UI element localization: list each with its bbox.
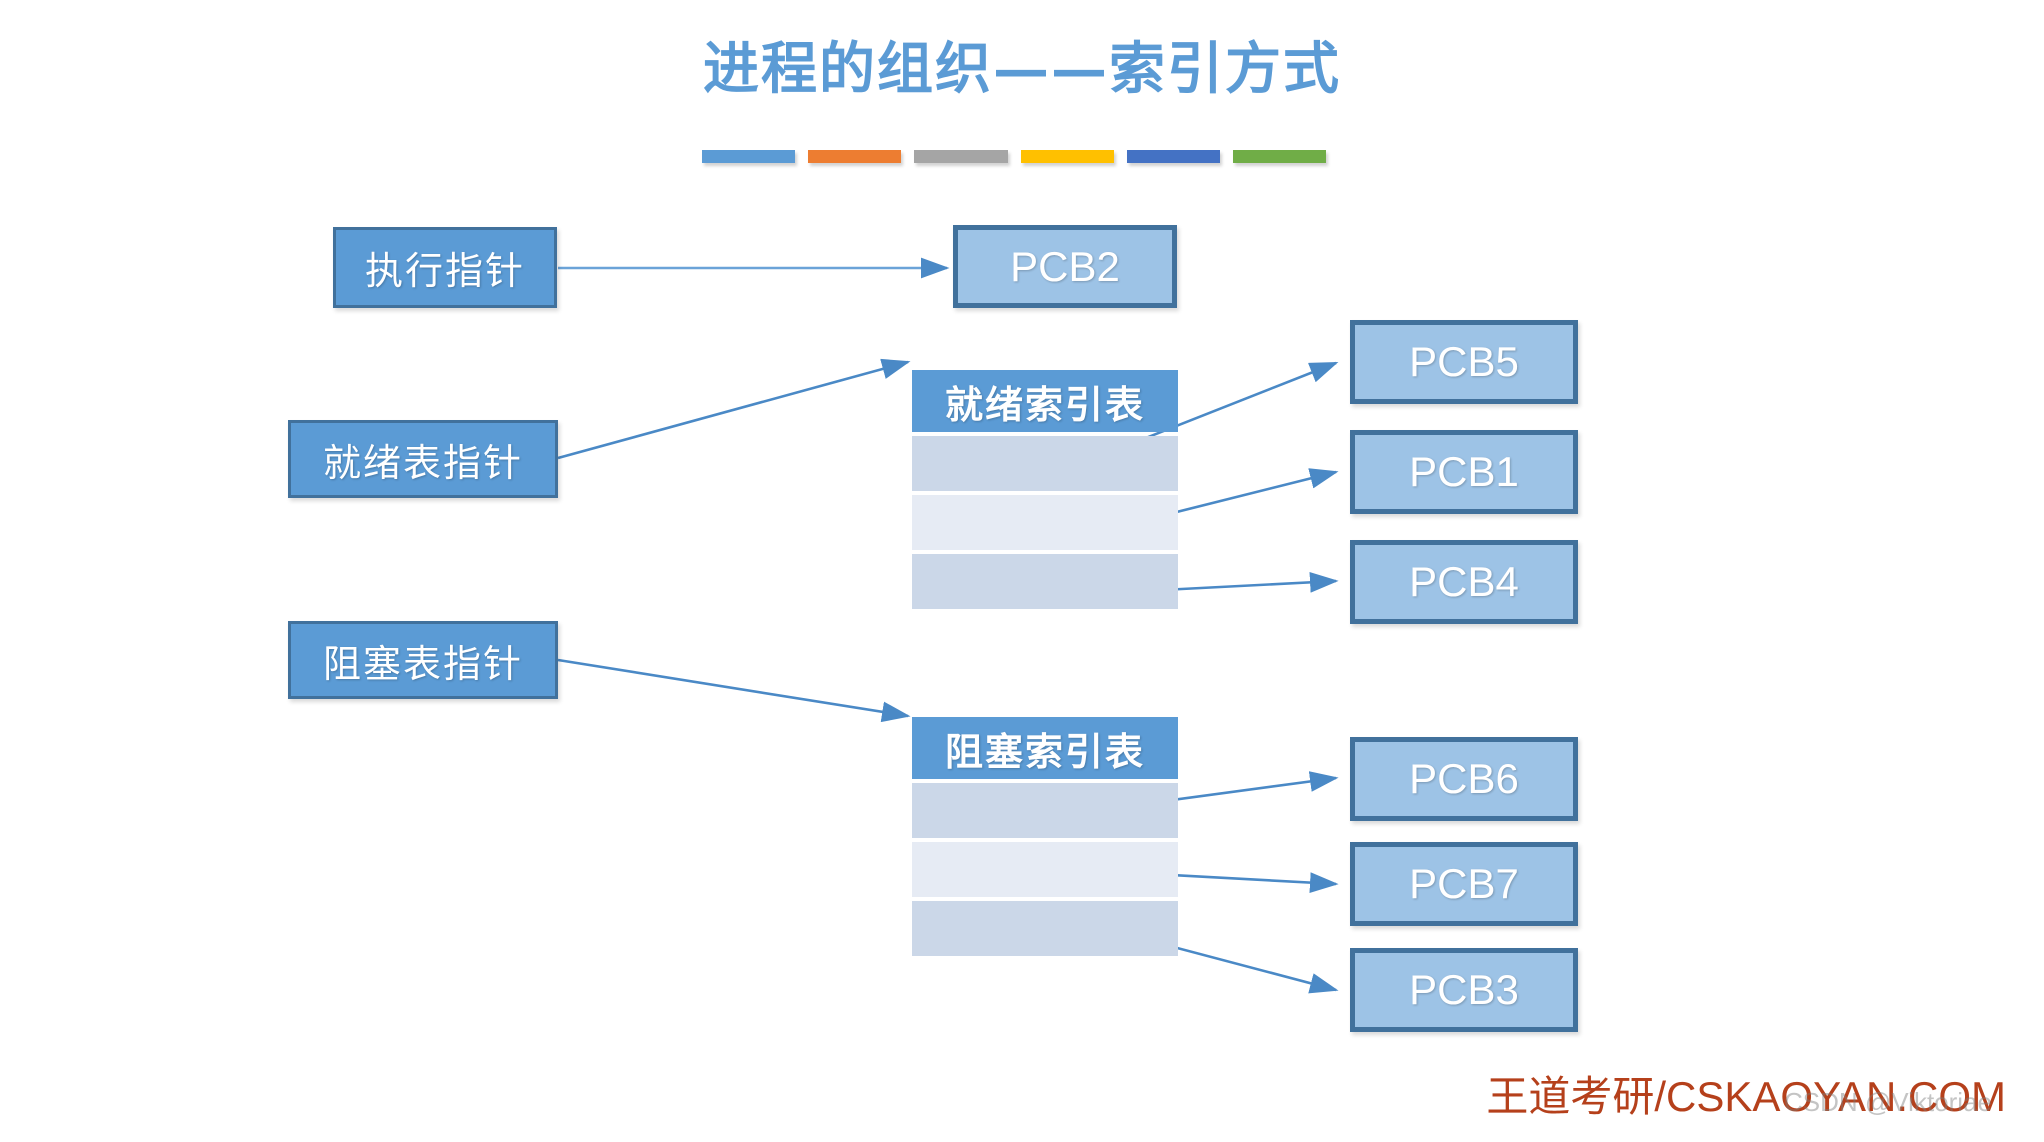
- accent-bar-5: [1126, 150, 1220, 163]
- blocked-pointer-label: 阻塞表指针: [322, 641, 523, 686]
- blocked-index-table-header: 阻塞索引表: [912, 717, 1178, 779]
- ready-index-table-row-1[interactable]: [912, 436, 1178, 491]
- ready-index-table-row-3[interactable]: [912, 554, 1178, 609]
- pcb1-label: PCB1: [1409, 448, 1519, 495]
- accent-bar-4: [1020, 150, 1114, 163]
- ready-index-table[interactable]: 就绪索引表: [912, 370, 1178, 609]
- blocked-pointer-box[interactable]: 阻塞表指针: [288, 621, 558, 699]
- pcb7-box[interactable]: PCB7: [1350, 842, 1578, 926]
- pcb3-box[interactable]: PCB3: [1350, 948, 1578, 1032]
- pcb2-box[interactable]: PCB2: [953, 225, 1177, 308]
- ready-index-table-header: 就绪索引表: [912, 370, 1178, 432]
- accent-bar-6: [1232, 150, 1327, 163]
- pcb4-box[interactable]: PCB4: [1350, 540, 1578, 624]
- footer-brand: 王道考研/CSKAOYAN.COM: [1486, 1073, 2006, 1120]
- pcb1-box[interactable]: PCB1: [1350, 430, 1578, 514]
- accent-bar-1: [702, 150, 796, 163]
- pcb2-label: PCB2: [1010, 242, 1120, 290]
- pcb3-label: PCB3: [1409, 966, 1519, 1013]
- connector-blocked-pointer-to-table: [557, 658, 911, 723]
- pcb5-box[interactable]: PCB5: [1350, 320, 1578, 404]
- blocked-index-table[interactable]: 阻塞索引表: [912, 717, 1178, 956]
- pcb7-label: PCB7: [1409, 860, 1519, 907]
- blocked-index-table-row-3[interactable]: [912, 901, 1178, 956]
- connector-ready-pointer-to-table: [557, 358, 911, 460]
- page-title: 进程的组织——索引方式: [703, 36, 1341, 102]
- ready-pointer-label: 就绪表指针: [322, 440, 523, 485]
- title-block: 进程的组织——索引方式: [0, 36, 2044, 103]
- accent-bar-2: [808, 150, 902, 163]
- ready-pointer-box[interactable]: 就绪表指针: [288, 420, 558, 498]
- pcb4-label: PCB4: [1409, 558, 1519, 605]
- pcb6-label: PCB6: [1409, 755, 1519, 802]
- pcb5-label: PCB5: [1409, 338, 1519, 385]
- exec-pointer-label: 执行指针: [364, 249, 525, 293]
- ready-index-table-row-2[interactable]: [912, 495, 1178, 550]
- accent-bar-3: [914, 150, 1008, 163]
- pcb6-box[interactable]: PCB6: [1350, 737, 1578, 821]
- csdn-watermark: CSDN @Viktoriae: [1784, 1087, 1992, 1117]
- title-accent-rule: [702, 150, 1327, 166]
- blocked-index-table-row-1[interactable]: [912, 783, 1178, 838]
- blocked-index-table-row-2[interactable]: [912, 842, 1178, 897]
- exec-pointer-box[interactable]: 执行指针: [333, 227, 557, 308]
